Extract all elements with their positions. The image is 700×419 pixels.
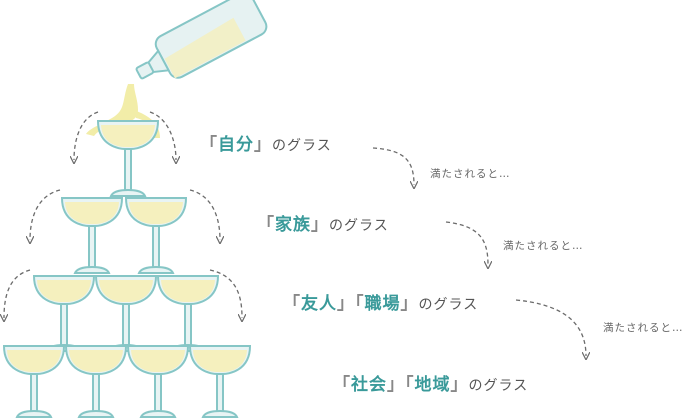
connector-note: 満たされると… [503, 240, 584, 252]
overflow-arrow [4, 269, 31, 318]
overflow-arrow [209, 269, 242, 318]
level-label-friends-work: 「友人」「職場」のグラス [283, 294, 479, 314]
coupe-glass-icon [124, 197, 188, 274]
bottle-icon [135, 0, 268, 80]
coupe-glass-icon [126, 345, 190, 418]
coupe-glass-icon [64, 345, 128, 418]
connector-note: 満たされると… [603, 322, 684, 334]
coupe-glass-icon [96, 120, 160, 197]
overflow-arrow [74, 111, 99, 160]
connector-note: 満たされると… [430, 168, 511, 180]
overflow-arrow [515, 299, 586, 356]
overflow-arrow [372, 147, 414, 185]
overflow-arrows [4, 111, 586, 356]
coupe-glass-icon [188, 345, 252, 418]
overflow-arrow [189, 189, 220, 240]
coupe-glass-icon [60, 197, 124, 274]
coupe-glass-icon [94, 275, 158, 352]
overflow-arrow [445, 221, 488, 265]
level-label-family: 「家族」のグラス [257, 215, 389, 235]
coupe-glass-icon [32, 275, 96, 352]
level-label-self: 「自分」のグラス [200, 135, 332, 155]
coupe-glass-icon [156, 275, 220, 352]
overflow-arrow [30, 189, 61, 240]
coupe-glass-icon [2, 345, 66, 418]
level-label-society-community: 「社会」「地域」のグラス [333, 375, 529, 395]
glass-pyramid [2, 120, 252, 418]
